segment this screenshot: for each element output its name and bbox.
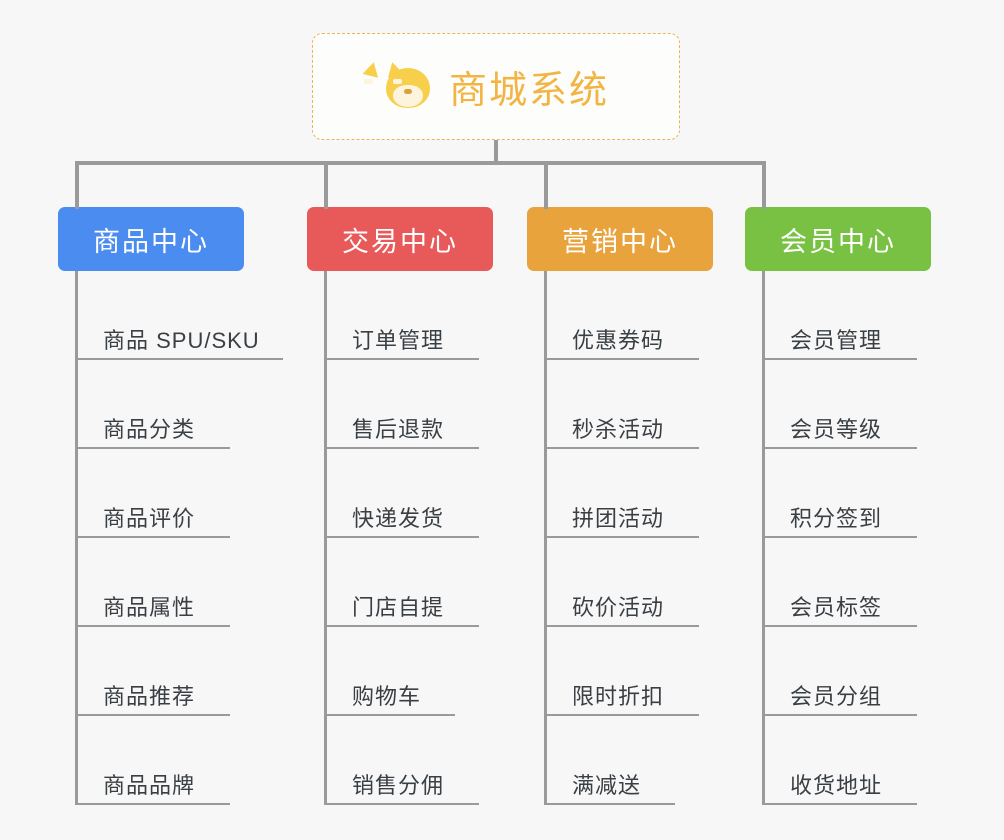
leaf-item[interactable]: 秒杀活动: [544, 360, 699, 449]
leaf-underline: [75, 536, 230, 538]
leaf-label: 拼团活动: [572, 506, 665, 531]
leaf-underline: [544, 803, 675, 805]
leaf-underline: [762, 447, 917, 449]
leaf-label: 砍价活动: [572, 595, 665, 620]
leaf-underline: [762, 803, 917, 805]
leaf-underline: [324, 625, 479, 627]
leaf-underline: [544, 625, 699, 627]
category-title: 营销中心: [562, 226, 678, 257]
leaf-label: 商品评价: [103, 506, 196, 531]
column-marketing-center: 营销中心优惠券码秒杀活动拼团活动砍价活动限时折扣满减送: [527, 207, 713, 805]
leaf-item[interactable]: 砍价活动: [544, 538, 699, 627]
leaf-item[interactable]: 会员分组: [762, 627, 917, 716]
leaf-label: 门店自提: [352, 595, 445, 620]
leaf-item[interactable]: 优惠券码: [544, 271, 699, 360]
root-title: 商城系统: [448, 70, 609, 112]
leaf-underline: [75, 358, 283, 360]
leaf-label: 商品分类: [103, 417, 196, 442]
leaf-item[interactable]: 收货地址: [762, 716, 917, 805]
leaf-item[interactable]: 商品推荐: [75, 627, 230, 716]
leaf-label: 会员分组: [790, 684, 883, 709]
leaf-label: 会员标签: [790, 595, 883, 620]
category-header-marketing-center[interactable]: 营销中心: [527, 207, 713, 271]
leaf-item[interactable]: 限时折扣: [544, 627, 699, 716]
leaf-underline: [544, 358, 699, 360]
leaf-underline: [324, 447, 479, 449]
leaf-underline: [762, 358, 917, 360]
column-trade-center: 交易中心订单管理售后退款快递发货门店自提购物车销售分佣: [307, 207, 493, 805]
category-header-member-center[interactable]: 会员中心: [745, 207, 931, 271]
leaf-item[interactable]: 销售分佣: [324, 716, 479, 805]
leaf-underline: [75, 625, 230, 627]
leaf-item[interactable]: 满减送: [544, 716, 675, 805]
leaf-underline: [324, 803, 479, 805]
leaf-underline: [324, 714, 455, 716]
connector-root-stem: [494, 140, 498, 164]
leaf-label: 商品属性: [103, 595, 196, 620]
leaf-item[interactable]: 订单管理: [324, 271, 479, 360]
leaf-item[interactable]: 商品分类: [75, 360, 230, 449]
leaf-underline: [324, 536, 479, 538]
category-title: 商品中心: [93, 226, 209, 257]
connector-drop-member-center: [762, 161, 766, 209]
connector-drop-trade-center: [324, 161, 328, 209]
leaf-underline: [762, 714, 917, 716]
leaf-label: 购物车: [352, 684, 422, 709]
leaf-label: 销售分佣: [352, 773, 445, 798]
leaf-item[interactable]: 积分签到: [762, 449, 917, 538]
leaf-item[interactable]: 商品属性: [75, 538, 230, 627]
leaf-underline: [75, 447, 230, 449]
leaf-underline: [544, 536, 699, 538]
leaf-label: 收货地址: [790, 773, 883, 798]
leaf-underline: [544, 714, 699, 716]
leaf-label: 订单管理: [352, 328, 445, 353]
leaf-label: 积分签到: [790, 506, 883, 531]
leaf-label: 优惠券码: [572, 328, 665, 353]
category-header-product-center[interactable]: 商品中心: [58, 207, 244, 271]
column-product-center: 商品中心商品 SPU/SKU 商品分类商品评价商品属性商品推荐商品品牌: [58, 207, 283, 805]
leaf-label: 限时折扣: [572, 684, 665, 709]
column-member-center: 会员中心会员管理会员等级积分签到会员标签会员分组收货地址: [745, 207, 931, 805]
leaf-label: 商品品牌: [103, 773, 196, 798]
leaf-item[interactable]: 商品品牌: [75, 716, 230, 805]
category-title: 交易中心: [342, 226, 458, 257]
leaf-item[interactable]: 会员标签: [762, 538, 917, 627]
leaf-item[interactable]: 拼团活动: [544, 449, 699, 538]
connector-spine-product-center: [75, 271, 78, 805]
leaf-item[interactable]: 购物车: [324, 627, 455, 716]
connector-drop-product-center: [75, 161, 79, 209]
leaf-label: 商品 SPU/SKU: [103, 328, 260, 353]
leaf-underline: [324, 358, 479, 360]
leaf-label: 会员管理: [790, 328, 883, 353]
leaf-item[interactable]: 售后退款: [324, 360, 479, 449]
leaf-item[interactable]: 快递发货: [324, 449, 479, 538]
leaf-label: 快递发货: [352, 506, 445, 531]
leaf-item[interactable]: 门店自提: [324, 538, 479, 627]
root-node[interactable]: 商城系统: [312, 33, 680, 140]
leaf-label: 秒杀活动: [572, 417, 665, 442]
leaf-item[interactable]: 会员管理: [762, 271, 917, 360]
shiba-dog-icon: [362, 59, 435, 113]
leaf-underline: [762, 625, 917, 627]
connector-drop-marketing-center: [544, 161, 548, 209]
leaf-label: 售后退款: [352, 417, 445, 442]
leaf-label: 商品推荐: [103, 684, 196, 709]
leaf-underline: [544, 447, 699, 449]
leaf-underline: [75, 714, 230, 716]
leaf-underline: [75, 803, 230, 805]
category-header-trade-center[interactable]: 交易中心: [307, 207, 493, 271]
leaf-item[interactable]: 会员等级: [762, 360, 917, 449]
connector-spine-marketing-center: [544, 271, 547, 805]
leaf-label: 满减送: [572, 773, 642, 798]
connector-spine-trade-center: [324, 271, 327, 805]
category-title: 会员中心: [780, 226, 896, 257]
leaf-item[interactable]: 商品评价: [75, 449, 230, 538]
leaf-item[interactable]: 商品 SPU/SKU: [75, 271, 283, 360]
connector-spine-member-center: [762, 271, 765, 805]
connector-horizontal-bus: [75, 161, 766, 165]
leaf-underline: [762, 536, 917, 538]
leaf-label: 会员等级: [790, 417, 883, 442]
